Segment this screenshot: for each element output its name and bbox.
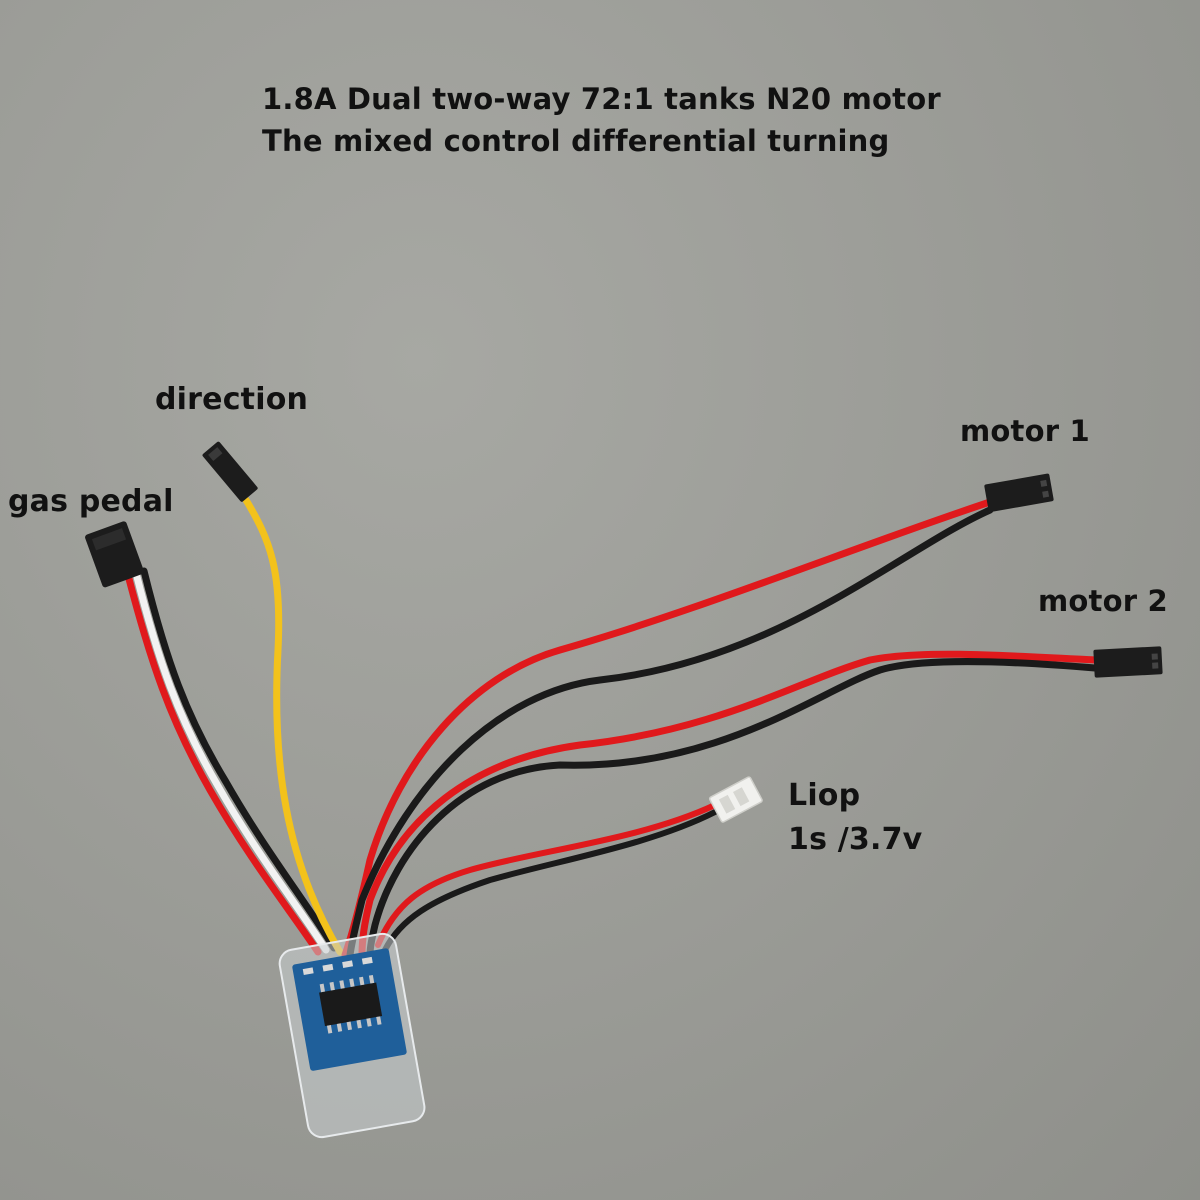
gas-pedal-label: gas pedal [8,484,174,519]
motor2-wire-red [358,650,1099,959]
motor2-label: motor 2 [1038,584,1168,618]
direction-connector [202,441,258,502]
motor2-wire-black [366,658,1099,959]
battery-cable [375,802,718,953]
direction-wire-yellow [242,496,344,956]
motor1-label: motor 1 [960,414,1090,448]
motor1-wire-red [341,498,994,959]
motor2-connector [1093,646,1163,678]
battery-jst-connector [708,776,763,823]
esc-board [278,932,426,1139]
battery-label: Liop 1s /3.7v [788,774,922,862]
image-caption-title: 1.8A Dual two-way 72:1 tanks N20 motor T… [262,78,941,162]
direction-label: direction [155,382,309,417]
battery-label-line-1: Liop [788,778,861,813]
gas-pedal-wire-black [140,567,338,952]
motor2-cable [358,650,1099,959]
battery-wire-red [375,802,718,948]
gas-pedal-cable [124,567,338,956]
motor1-wire-black [346,506,994,959]
gas-pedal-wire-red [124,571,322,956]
battery-label-line-2: 1s /3.7v [788,822,923,857]
driver-chip [319,982,383,1027]
motor1-connector [984,473,1054,513]
gas-pedal-wire-white [132,569,330,954]
battery-wire-black [382,809,718,953]
caption-line-2: The mixed control differential turning [262,124,890,158]
caption-line-1: 1.8A Dual two-way 72:1 tanks N20 motor [262,82,941,116]
gas-pedal-connector [85,521,144,588]
motor1-cable [341,498,994,959]
